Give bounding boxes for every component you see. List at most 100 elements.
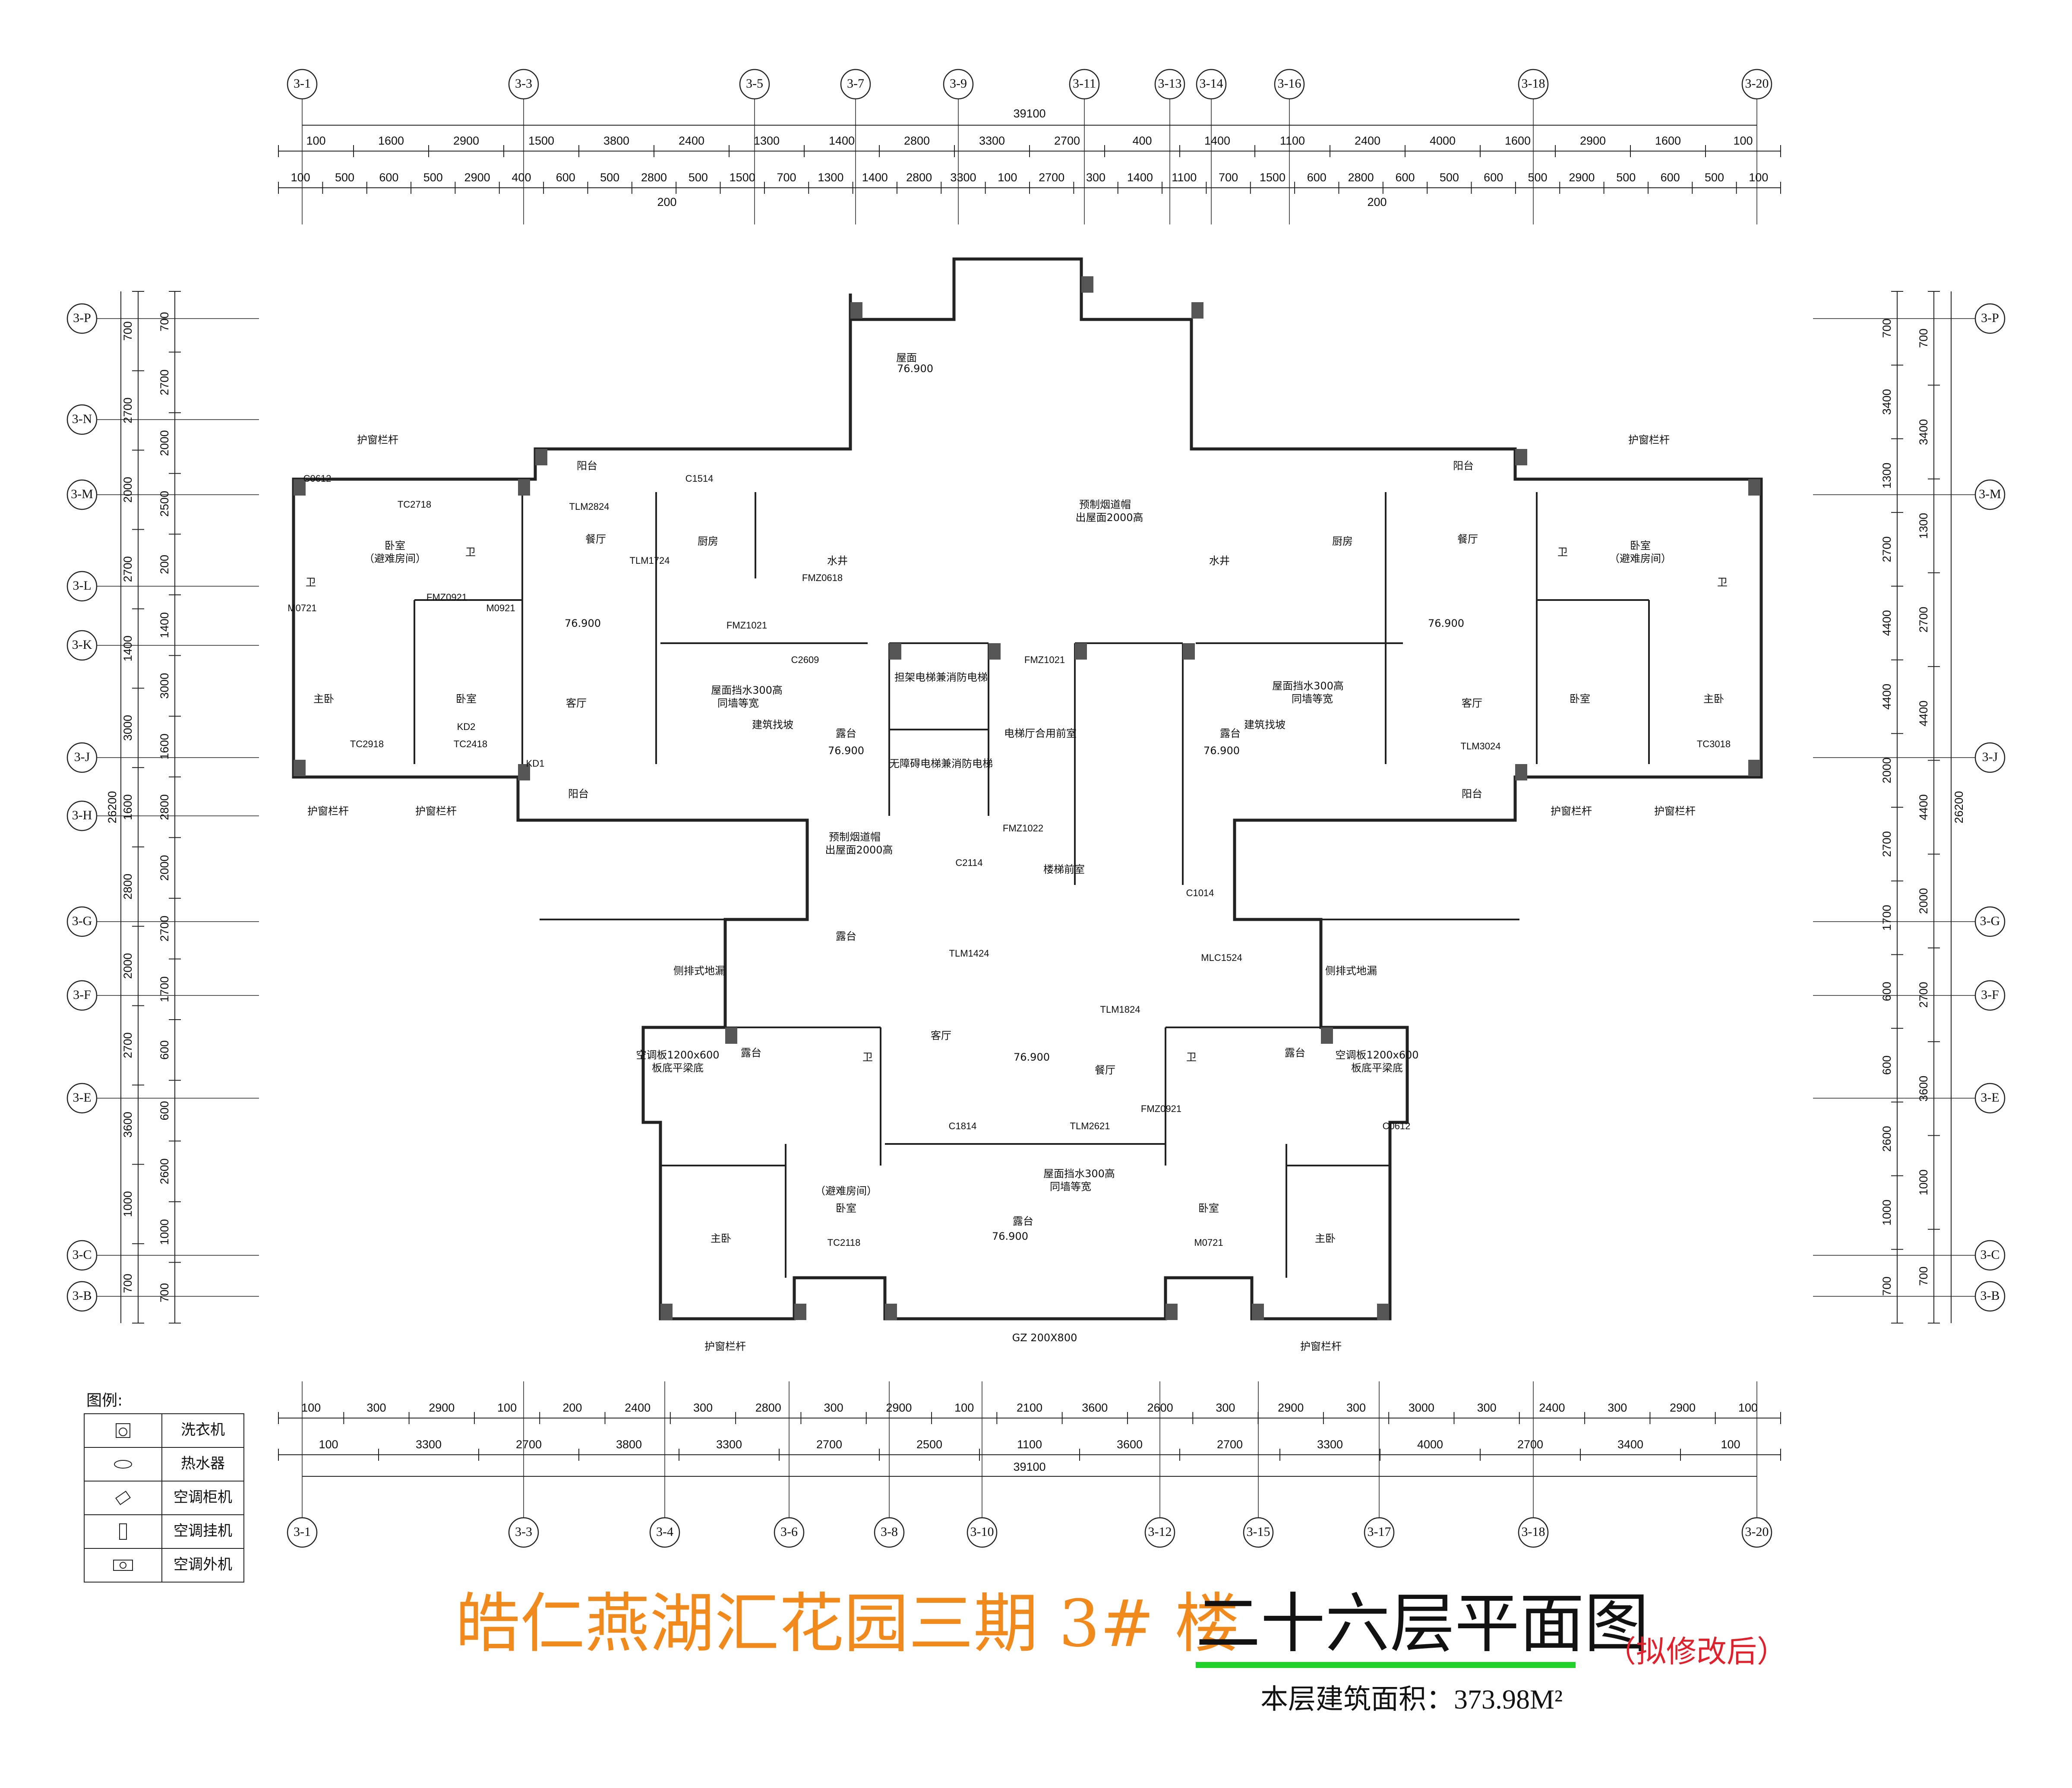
opening-tag-TC2418: TC2418: [454, 739, 487, 749]
top-row2-value: 1500: [1260, 171, 1286, 184]
bottom-axis-3-3-label: 3-3: [515, 1525, 532, 1539]
top-row2-value: 500: [1705, 171, 1724, 184]
top-row2-value: 600: [379, 171, 398, 184]
right-inner-value: 2000: [1880, 758, 1893, 783]
left-inner-value: 2700: [158, 916, 171, 941]
top-axis-3-5-label: 3-5: [746, 76, 763, 91]
floor-area-value: 373.98M²: [1454, 1684, 1563, 1715]
top-row2-value: 1100: [1172, 171, 1197, 184]
bottom-row1-value: 2900: [1278, 1401, 1304, 1414]
bottom-row2-value: 100: [319, 1438, 338, 1451]
right-axis-3-J-label: 3-J: [1982, 750, 1998, 764]
room-balcony-nw: 阳台: [577, 460, 597, 472]
right-outer-value: 4400: [1917, 701, 1930, 727]
left-axis-3-B-label: 3-B: [73, 1289, 92, 1303]
opening-tag-TLM2621: TLM2621: [1070, 1121, 1110, 1131]
accessible-elevator-label: 无障碍电梯兼消防电梯: [889, 758, 993, 770]
structural-column: [660, 1304, 673, 1320]
structural-column: [1515, 449, 1527, 465]
bottom-row1-value: 300: [824, 1401, 843, 1414]
elev-w: 76.900: [565, 617, 601, 629]
pipe-well-e: 水井: [1209, 555, 1230, 567]
ac-panel-note-e: 板底平梁底: [1351, 1062, 1403, 1074]
room-living-w: 客厅: [566, 697, 587, 709]
slope-e: 建筑找坡: [1244, 719, 1286, 731]
room-master-w: 主卧: [313, 693, 334, 705]
bottom-row2-value: 2700: [816, 1438, 842, 1451]
bottom-row2-value: 3600: [1117, 1438, 1143, 1451]
bottom-row2-value: 2700: [516, 1438, 542, 1451]
parapet-w: 屋面挡水300高: [711, 684, 783, 696]
elev-terrace-e: 76.900: [1203, 745, 1240, 757]
chimney-note-w: 出屋面2000高: [825, 844, 893, 856]
opening-tag-KD2: KD2: [457, 721, 476, 732]
structural-column: [535, 449, 547, 465]
structural-column: [1075, 643, 1087, 660]
right-axis-3-P-label: 3-P: [1981, 311, 1999, 325]
top-axis-3-18-label: 3-18: [1522, 76, 1545, 91]
room-terrace-se: 露台: [1285, 1047, 1305, 1059]
bottom-axis-3-10-label: 3-10: [970, 1525, 994, 1539]
top-total-dim: 39100: [1013, 107, 1045, 120]
gz-label: GZ 200X800: [1012, 1332, 1077, 1344]
left-total-dim: 26200: [106, 791, 119, 823]
room-dining-s: 餐厅: [1095, 1064, 1115, 1076]
top-row2-value: 600: [1484, 171, 1503, 184]
room-bath-s1: 卫: [862, 1051, 873, 1063]
right-inner-value: 1700: [1880, 905, 1893, 931]
room-refuge-s: （避难房间）: [815, 1185, 877, 1197]
right-inner-value: 700: [1880, 1276, 1893, 1296]
top-row1-value: 3300: [979, 134, 1005, 147]
parapet-e: 屋面挡水300高: [1272, 680, 1344, 692]
bottom-row1-value: 2100: [1017, 1401, 1042, 1414]
right-inner-value: 600: [1880, 982, 1893, 1001]
chimney-note-n: 出屋面2000高: [1075, 512, 1143, 524]
top-small-dim: 200: [657, 196, 676, 208]
top-row1-value: 1500: [528, 134, 554, 147]
top-row2-value: 100: [291, 171, 310, 184]
structural-column: [1081, 276, 1093, 293]
right-outer-value: 2700: [1917, 607, 1930, 632]
elev-e: 76.900: [1428, 617, 1464, 629]
floor-area: 本层建筑面积：373.98M²: [1260, 1677, 1563, 1717]
top-row1-value: 4000: [1430, 134, 1456, 147]
top-row2-value: 700: [1219, 171, 1238, 184]
opening-tag-TLM2824: TLM2824: [569, 501, 610, 512]
top-row2-value: 700: [777, 171, 796, 184]
right-axis-3-F-label: 3-F: [1981, 988, 1999, 1002]
left-axis-3-L-label: 3-L: [73, 578, 91, 593]
right-axis-3-B-label: 3-B: [1980, 1289, 2000, 1303]
guardrail-nw: 护窗栏杆: [357, 434, 398, 446]
left-inner-value: 700: [158, 312, 171, 332]
top-row1-value: 100: [1733, 134, 1753, 147]
room-balcony-se: 阳台: [1462, 788, 1482, 800]
bottom-row1-value: 2800: [755, 1401, 781, 1414]
floor-drain-e: 侧排式地漏: [1325, 965, 1377, 977]
washing-machine-icon: [116, 1423, 130, 1438]
top-row2-value: 100: [1749, 171, 1768, 184]
opening-tag-M0921: M0921: [486, 603, 515, 613]
top-row1-value: 2700: [1054, 134, 1080, 147]
bottom-axis-3-15-label: 3-15: [1247, 1525, 1270, 1539]
left-axis-3-P-label: 3-P: [73, 311, 91, 325]
right-inner-value: 3400: [1880, 389, 1893, 415]
chimney-n: 预制烟道帽: [1079, 499, 1131, 511]
opening-tag-FMZ0921: FMZ0921: [1141, 1103, 1181, 1114]
top-axis-3-9-label: 3-9: [950, 76, 967, 91]
opening-tag-TLM1824: TLM1824: [1100, 1004, 1140, 1015]
opening-tag-C1814: C1814: [949, 1121, 977, 1131]
guardrail-sw1: 护窗栏杆: [307, 805, 349, 817]
bottom-row1-value: 3600: [1082, 1401, 1108, 1414]
top-axis-3-3-label: 3-3: [515, 76, 532, 91]
right-outer-value: 4400: [1917, 794, 1930, 820]
left-axis-3-N-label: 3-N: [72, 412, 92, 426]
room-living-e: 客厅: [1462, 697, 1482, 709]
top-row1-value: 1600: [378, 134, 404, 147]
room-kitchen-w: 厨房: [698, 535, 718, 547]
top-axis-3-13-label: 3-13: [1158, 76, 1182, 91]
top-row2-value: 500: [1616, 171, 1636, 184]
room-bath-nw1: 卫: [306, 576, 316, 588]
bottom-row1-value: 300: [366, 1401, 386, 1414]
bottom-row1-value: 300: [1477, 1401, 1497, 1414]
opening-tag-FMZ1021: FMZ1021: [1024, 654, 1065, 665]
